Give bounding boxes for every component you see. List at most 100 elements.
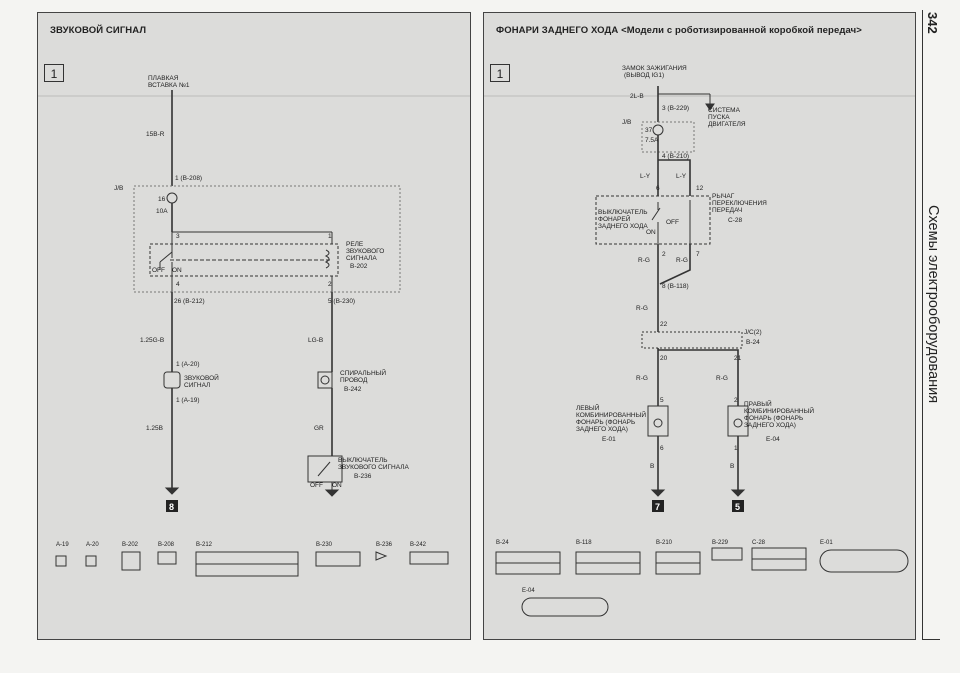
wire-ly-2: L-Y: [676, 173, 687, 180]
right-lamp-ground-number: 5: [735, 502, 740, 512]
left-lamp-label-2: КОМБИНИРОВАННЫЙ: [576, 410, 646, 419]
conn-a20: 1 (A-20): [176, 361, 199, 368]
lever-label-1: РЫЧАГ: [712, 193, 735, 200]
conn-b242: B-242: [344, 386, 362, 393]
left-lamp-label-1: ЛЕВЫЙ: [576, 403, 600, 412]
reverse-switch-label-2: ФОНАРЕЙ: [598, 214, 631, 223]
horn-diagram-panel: ЗВУКОВОЙ СИГНАЛ 1: [37, 12, 471, 640]
relay-label-3: СИГНАЛА: [346, 255, 377, 262]
conn-e04: E-04: [766, 436, 780, 443]
relay-label-2: ЗВУКОВОГО: [346, 248, 384, 255]
margin-rule-foot: [922, 639, 940, 640]
ignition-label-1: ЗАМОК ЗАЖИГАНИЯ: [622, 65, 687, 72]
conn-a19: 1 (A-19): [176, 397, 199, 404]
relay-label-1: РЕЛЕ: [346, 241, 364, 248]
conn-thumb-b202: B-202: [122, 542, 139, 548]
wire-125b: 1.25B: [146, 425, 163, 432]
relay-pin3: 3: [176, 233, 180, 240]
reverse-switch-on: ON: [646, 229, 656, 236]
page-number: 342: [925, 12, 940, 34]
conn-b24: B-24: [746, 339, 760, 346]
lever-label-2: ПЕРЕКЛЮЧЕНИЯ: [712, 200, 767, 207]
left-lamp-ground-number: 7: [655, 502, 660, 512]
reverse-lamp-diagram-number: 1: [490, 64, 510, 82]
margin-rule: [922, 10, 923, 640]
conn-c28: C-28: [728, 217, 742, 224]
reverse-switch-label-1: ВЫКЛЮЧАТЕЛЬ: [598, 209, 648, 216]
wire-rg-1: R-G: [638, 257, 650, 264]
shifter-pin2: 2: [662, 251, 666, 258]
wire-rg-3: R-G: [636, 305, 648, 312]
conn-thumb-b210: B-210: [656, 540, 673, 546]
right-fuse-no: 37: [645, 127, 653, 134]
horn-switch-off: OFF: [310, 482, 323, 489]
wiring-diagrams: ПЛАВКАЯ ВСТАВКА №1 15B-R 1 (B-208) J/B 1…: [38, 65, 915, 617]
left-lamp-pin6: 6: [660, 445, 664, 452]
right-lamp-label-2: КОМБИНИРОВАННЫЙ: [744, 406, 814, 415]
fuse-label-2: ВСТАВКА №1: [148, 82, 190, 89]
conn-thumb-b236: B-236: [376, 542, 393, 548]
conn-thumb-b24: B-24: [496, 540, 509, 546]
wire-lgb: LG-B: [308, 337, 323, 344]
conn-thumb-a19: A-19: [56, 542, 69, 548]
relay-connector: B-202: [350, 263, 368, 270]
horn-switch-label-2: ЗВУКОВОГО СИГНАЛА: [338, 464, 409, 471]
shifter-pin7: 7: [696, 251, 700, 258]
right-lamp-label-1: ПРАВЫЙ: [744, 399, 772, 408]
jc-pin20: 20: [660, 355, 668, 362]
left-lamp-label-4: ЗАДНЕГО ХОДА): [576, 426, 628, 433]
horn-label-1: ЗВУКОВОЙ: [184, 373, 219, 382]
right-fuse-amp: 7.5A: [645, 137, 659, 144]
wire-rg-5: R-G: [716, 375, 728, 382]
conn-b236: B-236: [354, 473, 372, 480]
conn-thumb-e04: E-04: [522, 588, 535, 594]
jc-label: J/C(2): [744, 329, 762, 336]
start-label-1: СИСТЕМА: [708, 107, 741, 114]
right-lamp-label-3: ФОНАРЬ (ФОНАРЬ: [744, 415, 803, 422]
spiral-label-2: ПРОВОД: [340, 377, 368, 384]
conn-thumb-b230: B-230: [316, 542, 333, 548]
relay-pin1: 1: [328, 233, 332, 240]
wire-rg-4: R-G: [636, 375, 648, 382]
conn-thumb-c28: C-28: [752, 540, 766, 546]
start-label-2: ПУСКА: [708, 114, 730, 121]
conn-thumb-b118: B-118: [576, 540, 592, 546]
wire-rg-2: R-G: [676, 257, 688, 264]
shifter-pin12: 12: [696, 185, 704, 192]
relay-pin4: 4: [176, 281, 180, 288]
horn-switch-on: ON: [332, 482, 342, 489]
right-jb-label: J/B: [622, 119, 631, 126]
relay-on: ON: [172, 267, 182, 274]
ignition-label-2: (ВЫВОД IG1): [624, 72, 664, 79]
left-jb-label: J/B: [114, 185, 123, 192]
relay-off: OFF: [152, 267, 165, 274]
conn-b229: 3 (B-229): [662, 105, 689, 112]
wire-b-left: B: [650, 463, 654, 470]
left-lamp-label-3: ФОНАРЬ (ФОНАРЬ: [576, 419, 635, 426]
reverse-lamp-diagram-title: ФОНАРИ ЗАДНЕГО ХОДА <Модели с роботизиро…: [496, 25, 862, 36]
jc-pin21: 21: [734, 355, 742, 362]
wire-gr: GR: [314, 425, 324, 432]
conn-b118: 8 (B-118): [662, 283, 689, 290]
conn-b212: 26 (B-212): [174, 298, 205, 305]
conn-thumb-b212: B-212: [196, 542, 213, 548]
wire-125gb: 1.25G-B: [140, 337, 164, 344]
left-fuse-amp: 10A: [156, 208, 168, 215]
conn-thumb-a20: A-20: [86, 542, 99, 548]
conn-b210: 4 (B-210): [662, 153, 689, 160]
fuse-label-1: ПЛАВКАЯ: [148, 75, 179, 82]
horn-diagram-number: 1: [44, 64, 64, 82]
conn-e01: E-01: [602, 436, 616, 443]
wire-15br: 15B-R: [146, 131, 165, 138]
horn-switch-label-1: ВЫКЛЮЧАТЕЛЬ: [338, 457, 388, 464]
wire-ly-1: L-Y: [640, 173, 651, 180]
wire-2lb: 2L-B: [630, 93, 644, 100]
reverse-switch-off: OFF: [666, 219, 679, 226]
horn-diagram-title: ЗВУКОВОЙ СИГНАЛ: [50, 25, 147, 36]
conn-thumb-b229: B-229: [712, 540, 729, 546]
conn-thumb-b208: B-208: [158, 542, 175, 548]
lever-label-3: ПЕРЕДАЧ: [712, 207, 742, 214]
right-lamp-pin2: 2: [734, 397, 738, 404]
jc-pin22: 22: [660, 321, 668, 328]
